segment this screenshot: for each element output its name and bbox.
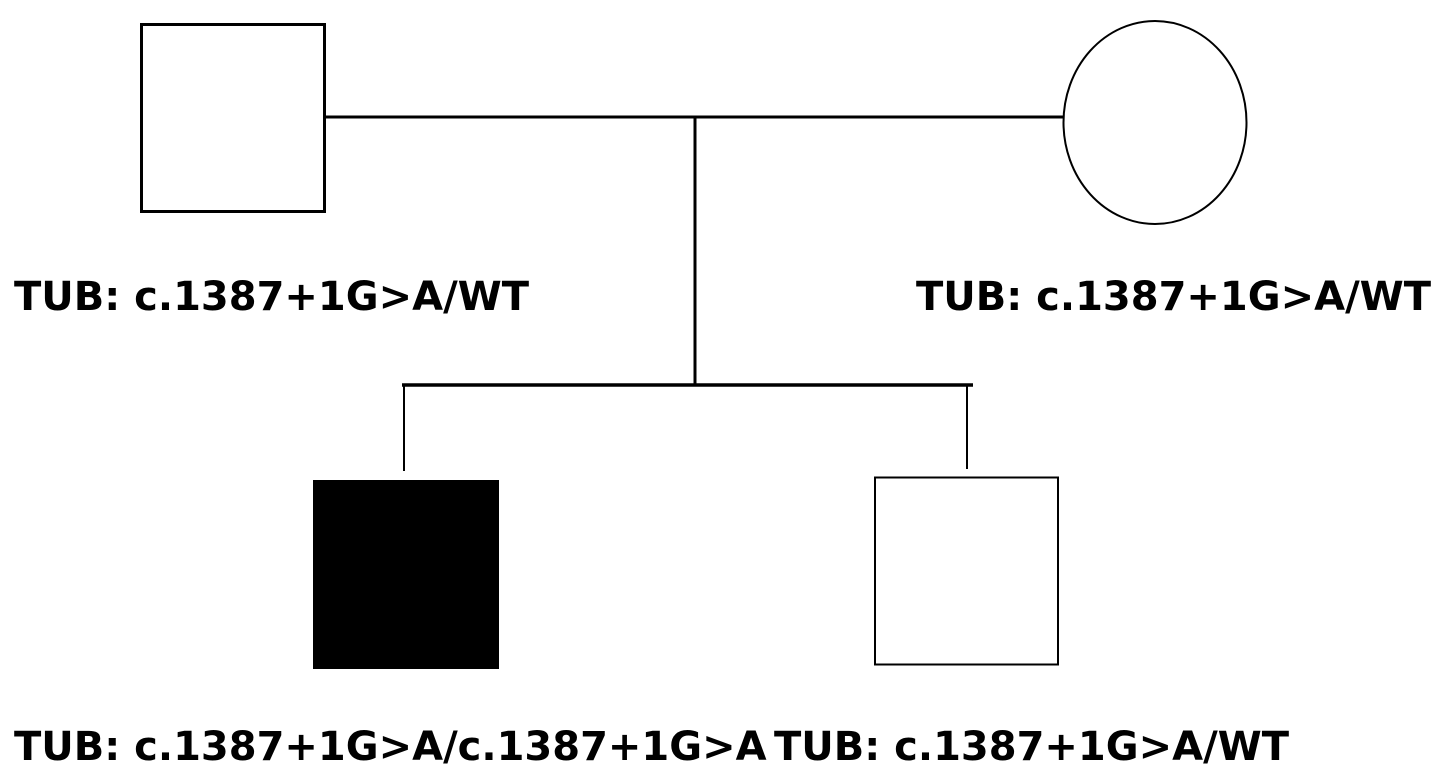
child-1-genotype-label: TUB: c.1387+1G>A/c.1387+1G>A [14,724,767,770]
father-genotype-label: TUB: c.1387+1G>A/WT [14,274,530,320]
mother-female-symbol [1062,20,1248,225]
mother-genotype-label: TUB: c.1387+1G>A/WT [916,274,1431,320]
child-1-affected-male-symbol [313,480,499,669]
child-2-male-symbol [874,476,1059,666]
child-2-genotype-label: TUB: c.1387+1G>A/WT [774,724,1290,770]
pedigree-chart [140,20,1248,669]
father-male-symbol [140,23,326,213]
